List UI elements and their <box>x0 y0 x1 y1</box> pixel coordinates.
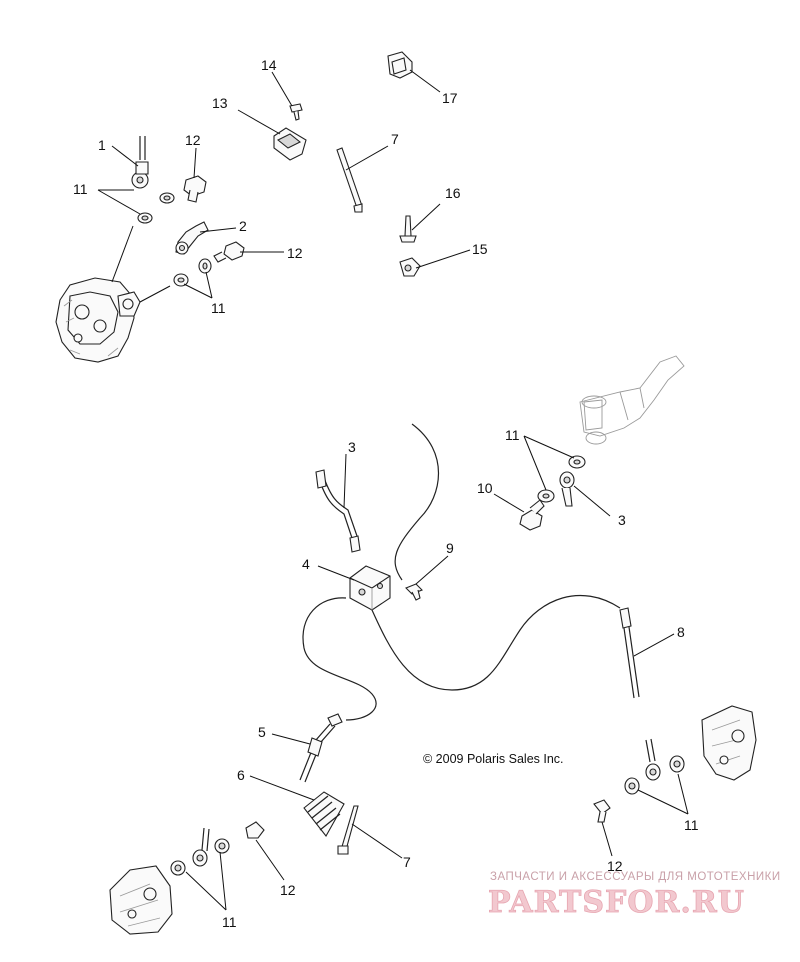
callout-12-middle: 12 <box>287 245 303 261</box>
callout-8: 8 <box>677 624 685 640</box>
brake-distribution-block <box>349 565 391 611</box>
callout-3-master-cylinder: 3 <box>618 512 626 528</box>
callout-12-rear-left: 12 <box>280 882 296 898</box>
banjo-bolt-part-10 <box>519 499 545 531</box>
clamp-part-15 <box>399 257 421 277</box>
rear-right-caliper <box>701 705 757 781</box>
cable-tie-upper <box>336 147 363 213</box>
callout-11-upper-left: 11 <box>73 181 88 197</box>
banjo-fitting-rear-left <box>192 827 210 867</box>
screw-part-9 <box>405 583 423 601</box>
screw-part-14 <box>289 103 303 121</box>
banjo-fitting-part-1 <box>131 136 149 189</box>
banjo-fitting-part-2 <box>175 221 209 255</box>
clip-part-17 <box>387 51 413 79</box>
callout-11-left-middle: 11 <box>211 300 226 316</box>
master-cylinder <box>579 355 685 445</box>
callout-1: 1 <box>98 137 106 153</box>
hose-spring-guard-part-6 <box>303 791 345 837</box>
callout-17: 17 <box>442 90 458 106</box>
callout-4: 4 <box>302 556 310 572</box>
banjo-bolt-middle <box>213 241 245 263</box>
bracket-part-13 <box>273 127 307 161</box>
leader-lines <box>97 69 689 911</box>
banjo-bolt-rear-left <box>245 821 265 839</box>
banjo-bolt-upper <box>183 175 207 203</box>
callout-13: 13 <box>212 95 228 111</box>
callout-3-upper: 3 <box>348 439 356 455</box>
banjo-fitting-rear-right <box>645 738 661 781</box>
callout-2: 2 <box>239 218 247 234</box>
callout-9: 9 <box>446 540 454 556</box>
sealing-washers-rear-left <box>170 838 230 876</box>
brake-hose-part-3 <box>315 469 361 553</box>
sealing-washers-rear-right <box>624 755 685 795</box>
callout-11-master-cylinder: 11 <box>505 427 520 443</box>
cable-tie-lower <box>337 805 359 855</box>
banjo-fitting-master-cylinder <box>559 471 575 507</box>
brake-hose-part-8 <box>619 607 640 699</box>
callout-7-lower: 7 <box>403 854 411 870</box>
callout-15: 15 <box>472 241 488 257</box>
brake-lines-from-block <box>302 423 621 721</box>
callout-labels: 1 2 3 3 4 5 6 7 7 8 9 10 11 11 11 11 11 … <box>73 57 699 930</box>
watermark-tagline: ЗАПЧАСТИ И АКСЕССУАРЫ ДЛЯ МОТОТЕХНИКИ <box>490 871 781 883</box>
sealing-washers-upper-left <box>137 192 175 224</box>
callout-6: 6 <box>237 767 245 783</box>
callout-14: 14 <box>261 57 277 73</box>
watermark-logo: PARTSFOR.RU <box>488 885 745 920</box>
callout-11-rear-right: 11 <box>684 817 699 833</box>
callout-10: 10 <box>477 480 493 496</box>
callout-12-rear-right: 12 <box>607 858 623 874</box>
callout-5: 5 <box>258 724 266 740</box>
callout-12-upper: 12 <box>185 132 201 148</box>
push-rivet-part-16 <box>399 215 417 243</box>
callout-7-upper: 7 <box>391 131 399 147</box>
callout-16: 16 <box>445 185 461 201</box>
callout-11-rear-left: 11 <box>222 914 237 930</box>
rear-left-caliper <box>109 865 173 935</box>
partsfor-watermark: ЗАПЧАСТИ И АКСЕССУАРЫ ДЛЯ МОТОТЕХНИКИ PA… <box>488 871 781 920</box>
front-left-caliper <box>55 277 141 363</box>
brake-hose-part-5 <box>299 713 343 783</box>
sealing-washers-fitting-2 <box>173 258 212 287</box>
banjo-bolt-rear-right <box>593 799 611 823</box>
copyright-notice: © 2009 Polaris Sales Inc. <box>423 752 564 766</box>
